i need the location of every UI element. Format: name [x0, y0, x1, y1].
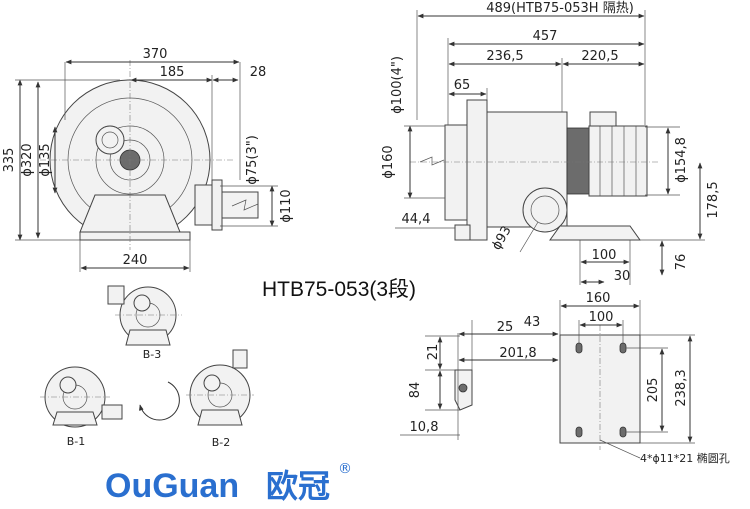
logo-text-en: OuGuan [105, 467, 239, 505]
dim-motor-diameter: ϕ154,8 [674, 137, 689, 183]
dim-outlet-diameter: ϕ93 [489, 224, 515, 253]
base-view: 160 100 25 43 201,8 21 84 10,8 205 238,3… [400, 291, 730, 465]
dim-depth: 238,3 [674, 369, 689, 406]
dim-height: 335 [2, 148, 17, 173]
dim-outlet-pipe: ϕ110 [279, 189, 294, 222]
dim-housing-diameter: ϕ320 [20, 143, 35, 176]
dim-inlet-diameter: ϕ135 [38, 143, 53, 176]
dim-outlet-flange: ϕ75(3") [245, 135, 260, 185]
dim-base-width: 240 [123, 253, 148, 268]
front-view: 370 185 28 335 ϕ320 ϕ135 ϕ75(3") ϕ110 24… [2, 47, 294, 272]
dim-inlet-pipe: ϕ100(4") [390, 56, 405, 114]
dim-inlet-length: 65 [454, 78, 471, 93]
dim-inlet-height: 44,4 [402, 212, 431, 227]
dim-half-width: 185 [160, 65, 185, 80]
dim-offset-a: 25 [497, 320, 514, 335]
dim-hole-spacing-x: 100 [589, 310, 614, 325]
dim-base-width: 160 [586, 291, 611, 306]
dim-foot-width: 100 [592, 248, 617, 263]
holes-note: 4*ϕ11*21 椭圆孔 [640, 451, 730, 465]
logo-text-cn: 欧冠 [266, 467, 330, 505]
variant-b1: B-1 [40, 366, 123, 448]
variant-label-b3: B-3 [143, 348, 162, 361]
side-view: 489(HTB75-053H 隔热) 457 236,5 220,5 65 ϕ1… [381, 1, 721, 285]
dim-outlet-offset: 28 [250, 65, 267, 80]
dim-bottom: 10,8 [410, 420, 439, 435]
variant-rotation [139, 381, 180, 421]
dim-inlet-flange: ϕ160 [381, 145, 396, 178]
dim-height-a: 21 [426, 344, 441, 361]
dim-motor-length: 220,5 [581, 49, 618, 64]
logo-registered: ® [338, 461, 352, 477]
dim-overall-width: 370 [143, 47, 168, 62]
dim-total-length-insulated: 489(HTB75-053H 隔热) [486, 1, 634, 16]
dim-center-height: 178,5 [706, 181, 721, 218]
dim-hole-spacing-y: 205 [646, 378, 661, 403]
variant-b2: B-2 [186, 349, 254, 449]
variant-label-b2: B-2 [212, 436, 231, 449]
dim-fan-length: 236,5 [486, 49, 523, 64]
dim-offset-c: 201,8 [499, 346, 536, 361]
variant-label-b1: B-1 [67, 435, 86, 448]
dim-offset-b: 43 [524, 315, 541, 330]
dim-total-length: 457 [533, 29, 558, 44]
dim-foot-height: 76 [674, 254, 689, 271]
variant-b3: B-3 [107, 285, 182, 361]
dim-foot-offset: 30 [614, 269, 631, 284]
dim-height-b: 84 [408, 382, 423, 399]
brand-logo: OuGuan 欧冠 ® [105, 461, 352, 505]
model-title: HTB75-053(3段) [262, 278, 416, 301]
